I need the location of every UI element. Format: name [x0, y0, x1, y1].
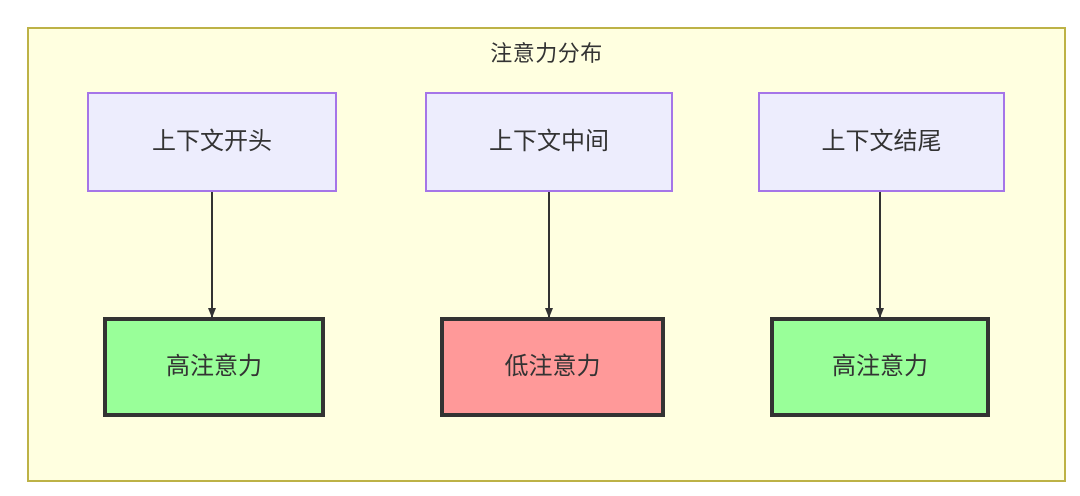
node-label: 高注意力	[166, 353, 262, 380]
node-low-attention-middle[interactable]: 低注意力	[440, 317, 665, 417]
node-context-middle[interactable]: 上下文中间	[425, 92, 673, 192]
node-label: 上下文中间	[489, 128, 609, 155]
node-high-attention-end[interactable]: 高注意力	[770, 317, 990, 417]
subgraph-title: 注意力分布	[490, 41, 603, 66]
node-high-attention-start[interactable]: 高注意力	[103, 317, 325, 417]
node-label: 低注意力	[504, 353, 601, 380]
node-context-end[interactable]: 上下文结尾	[758, 92, 1005, 192]
node-label: 上下文结尾	[821, 128, 942, 155]
node-label: 高注意力	[832, 353, 928, 380]
node-context-start[interactable]: 上下文开头	[87, 92, 337, 192]
node-label: 上下文开头	[152, 128, 272, 155]
